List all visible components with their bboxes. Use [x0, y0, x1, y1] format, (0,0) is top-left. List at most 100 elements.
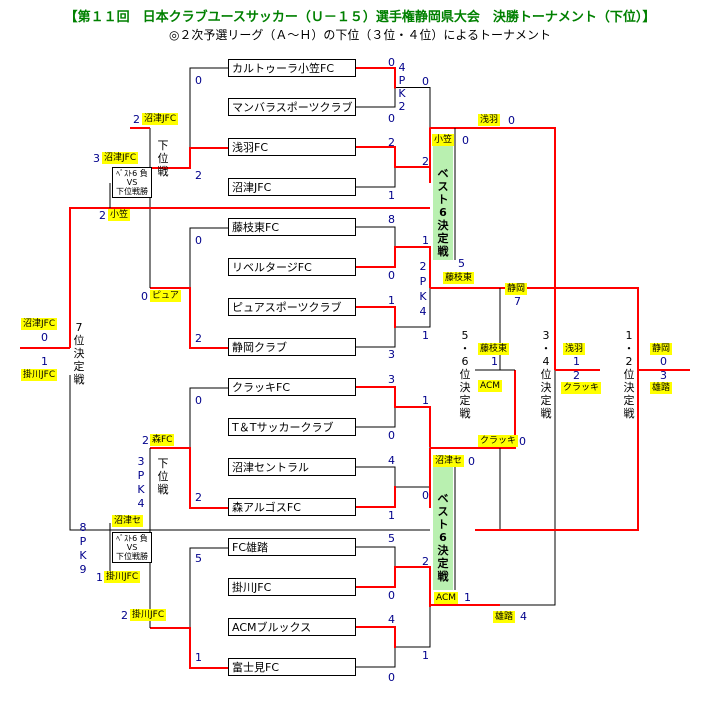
team-box: ピュアスポーツクラブ: [228, 298, 356, 316]
winner-path: [475, 370, 639, 531]
best6-label-char: 6: [439, 531, 447, 544]
best6-bottom-team-a: 沼津セ: [433, 455, 465, 467]
top-left-num: 2: [99, 209, 106, 222]
third-label-char: 3: [542, 329, 550, 342]
third-team-b: クラッキ: [561, 382, 602, 394]
kaii-bottom-r1-score: 0: [195, 394, 202, 407]
winner-path: [396, 566, 431, 607]
winner-path: [356, 67, 396, 89]
first-label-char: 位: [623, 368, 635, 381]
team-box: 森アルゴスFC: [228, 498, 356, 516]
winner-path: [356, 246, 396, 268]
right-shizuoka-score: 7: [514, 295, 521, 308]
best6-bottom-team-b: ACM: [434, 592, 459, 604]
team-box: T＆Tサッカークラブ: [228, 418, 356, 436]
bracket-path: [189, 67, 228, 168]
winner-path: [69, 207, 430, 348]
r2-score: 2: [422, 555, 429, 568]
fifth-label-char: 定: [459, 394, 471, 407]
fifth-label-char: 5: [461, 329, 469, 342]
first-team-b: 雄踏: [650, 382, 673, 394]
seventh-score-a: 0: [41, 331, 48, 344]
team-box: マンバラスポーツクラブ: [228, 98, 356, 116]
bracket-path: [189, 227, 228, 288]
third-label-char: 戦: [540, 407, 552, 420]
kaii-top-label: 位: [157, 152, 169, 165]
bracket-path: [396, 447, 431, 488]
kaii-top-score-a: 2: [133, 113, 140, 126]
third-team-a: 浅羽: [563, 343, 586, 355]
seventh-label-char: 定: [73, 360, 85, 373]
r1-score: 5: [388, 532, 395, 545]
fifth-team-b: ACM: [478, 380, 503, 392]
kaii-top-score-b: 0: [141, 290, 148, 303]
r1-score: 0: [388, 112, 395, 125]
top-left-ogasa: 小笠: [108, 209, 131, 221]
pk-letter: P: [398, 74, 406, 87]
r2-score: 1: [422, 329, 429, 342]
best6-label-char: 定: [437, 557, 449, 570]
right-kurakki-score: 0: [519, 435, 526, 448]
third-label-char: 位: [540, 368, 552, 381]
winner-path: [150, 447, 228, 509]
kaii-bottom-team-b: 掛川JFC: [130, 609, 167, 621]
best6-top-score-b: 5: [458, 257, 465, 270]
team-box: 沼津セントラル: [228, 458, 356, 476]
right-yuto-score: 4: [520, 610, 527, 623]
bracket-path: [396, 287, 431, 328]
third-score-b: 2: [573, 369, 580, 382]
best6-label-char: 戦: [437, 245, 449, 258]
fifth-label-char: 位: [459, 368, 471, 381]
seventh-score-b: 1: [41, 355, 48, 368]
kaii-top-label: 下: [157, 139, 169, 152]
fifth-team-a: 藤枝東: [478, 343, 510, 355]
winner-path: [150, 147, 228, 169]
bottom-left-pk: K: [79, 549, 87, 562]
r1-score: 0: [388, 589, 395, 602]
seventh-team-a: 沼津JFC: [21, 318, 58, 330]
first-label-char: 2: [625, 355, 633, 368]
bracket-path: [356, 167, 396, 188]
third-label-char: 4: [542, 355, 550, 368]
seventh-label-char: 位: [73, 334, 85, 347]
kaii-bottom-label: 位: [157, 470, 169, 483]
best6-bar-top: [433, 140, 453, 260]
kaii-bottom-r1-score: 1: [195, 651, 202, 664]
kaii-bottom-pk: K: [137, 483, 145, 496]
bracket-path: [356, 466, 396, 487]
seventh-label-char: 7: [75, 321, 83, 334]
winner-path: [475, 127, 556, 370]
fifth-label-char: 決: [459, 381, 471, 394]
bracket-path: [500, 370, 556, 606]
winner-path: [356, 626, 396, 648]
pk-letter: K: [419, 290, 427, 303]
fifth-label-char: 戦: [459, 407, 471, 420]
r1-score: 2: [388, 136, 395, 149]
best6-label-char: 決: [437, 219, 449, 232]
r1-score: 0: [388, 56, 395, 69]
right-yuto: 雄踏: [493, 611, 516, 623]
first-label-char: 1: [625, 329, 633, 342]
best6-top-team-a: 小笠: [432, 134, 455, 146]
best6-bottom-score-b: 1: [464, 591, 471, 604]
team-box: 藤枝東FC: [228, 218, 356, 236]
fifth-label-char: 6: [461, 355, 469, 368]
pk-score: 4: [398, 61, 406, 74]
seventh-team-b: 掛川JFC: [21, 369, 58, 381]
first-label-char: 戦: [623, 407, 635, 420]
r2-score: 0: [422, 489, 429, 502]
fifth-label-char: ・: [459, 342, 471, 355]
bracket-path: [69, 375, 430, 531]
best6-label-char: ス: [437, 180, 449, 193]
first-label-char: 定: [623, 394, 635, 407]
kaii-top-r1-score: 0: [195, 74, 202, 87]
kaii-bottom-label: 下: [157, 457, 169, 470]
third-score-a: 1: [573, 355, 580, 368]
first-team-a: 静岡: [650, 343, 673, 355]
seventh-label-char: 戦: [73, 373, 85, 386]
kaii-bottom-pk: 3: [137, 455, 145, 468]
pk-score: 4: [419, 305, 427, 318]
bracket-path: [356, 647, 396, 668]
